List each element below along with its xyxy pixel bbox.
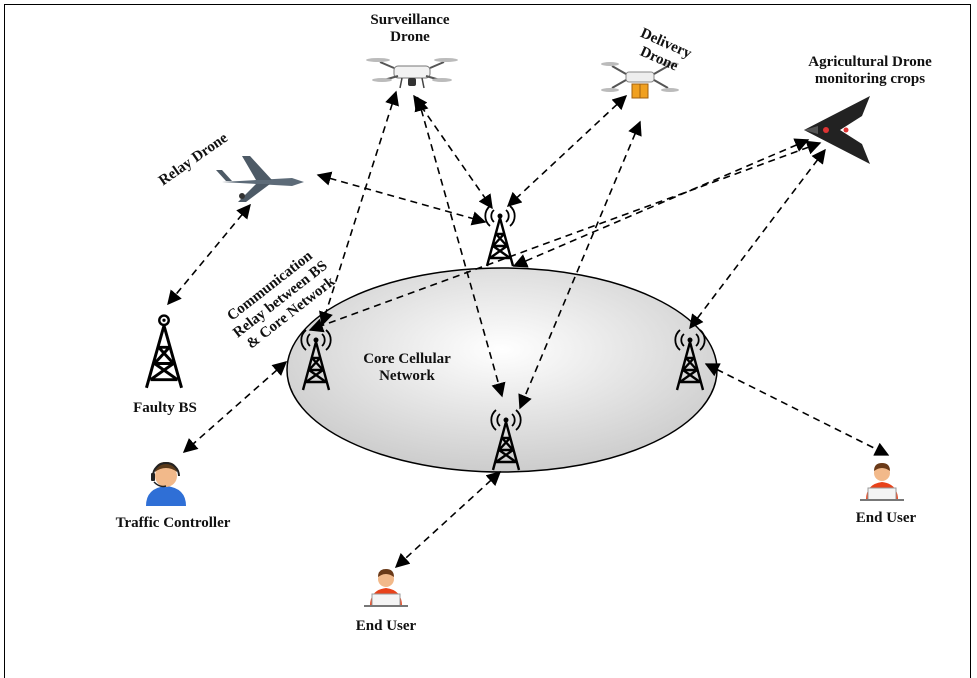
link-agri-to-right-tower: [689, 148, 826, 330]
link-bottom-tower-to-end-user: [394, 471, 502, 568]
agricultural-drone-label: Agricultural Drone monitoring crops: [808, 54, 932, 87]
end-user-bottom-icon: [364, 569, 408, 607]
link-arrows: [167, 90, 890, 568]
core-network-label: Core Cellular Network: [363, 351, 451, 384]
agricultural-drone-icon: [804, 96, 870, 164]
end-user-right-icon: [860, 463, 904, 501]
surveillance-drone-label: Surveillance Drone: [370, 12, 450, 45]
end-user-right-label: End User: [855, 510, 917, 526]
link-left-tower-to-controller: [182, 361, 288, 453]
link-delivery-to-top-tower: [506, 95, 628, 207]
relay-drone-icon: [216, 156, 304, 202]
delivery-drone-icon: [601, 62, 679, 99]
faulty-bs-label: Faulty BS: [133, 400, 197, 416]
link-relay-drone-to-faulty-bs: [167, 203, 251, 306]
traffic-controller-label: Traffic Controller: [115, 515, 231, 531]
end-user-bottom-label: End User: [355, 618, 417, 634]
link-surveillance-to-top-tower: [413, 94, 493, 210]
faulty-bs-icon: [145, 314, 183, 389]
link-agri-to-top-tower: [512, 138, 810, 268]
traffic-controller-icon: [146, 462, 186, 506]
diagram-frame: [4, 4, 971, 678]
tower-top-icon: [484, 204, 516, 268]
link-right-tower-to-end-user: [704, 363, 890, 456]
surveillance-drone-icon: [366, 58, 458, 89]
link-relay-drone-to-tower: [316, 171, 487, 226]
